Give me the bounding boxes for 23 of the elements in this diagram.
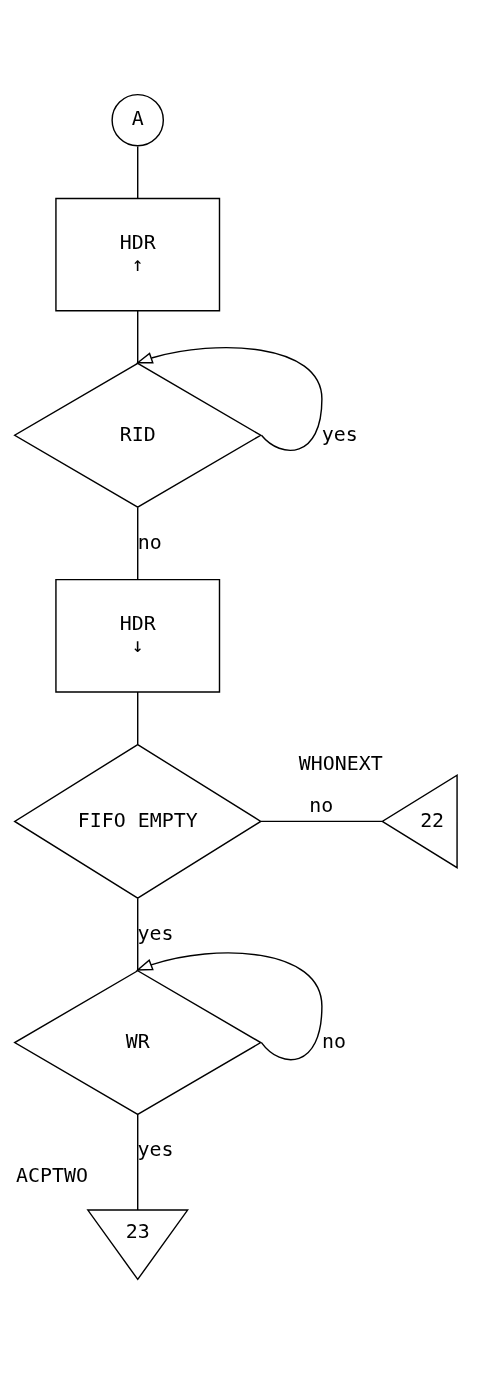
connector (136, 897, 138, 971)
node-box: HDR ↑ (54, 197, 220, 311)
connector (136, 506, 138, 580)
edge-label: yes (137, 921, 173, 945)
connector (136, 309, 138, 364)
node-circle: A (110, 93, 164, 147)
edge-label: no (308, 793, 333, 817)
connector (136, 1113, 138, 1211)
node-diamond: WR (12, 969, 262, 1115)
edge-label: yes (321, 422, 358, 446)
arrow (135, 951, 323, 1060)
node-label: WHONEXT (298, 751, 383, 775)
connector (136, 145, 138, 199)
node-diamond: RID (12, 362, 262, 508)
arrow (135, 346, 323, 451)
connector (136, 690, 138, 745)
node-diamond: FIFO EMPTY (12, 743, 262, 899)
node-box: HDR ↓ (54, 578, 220, 693)
edge-label: no (321, 1029, 346, 1053)
connector (259, 820, 383, 822)
edge-label: yes (137, 1137, 173, 1161)
edge-label: no (137, 530, 162, 554)
node-label: ACPTWO (15, 1163, 88, 1187)
